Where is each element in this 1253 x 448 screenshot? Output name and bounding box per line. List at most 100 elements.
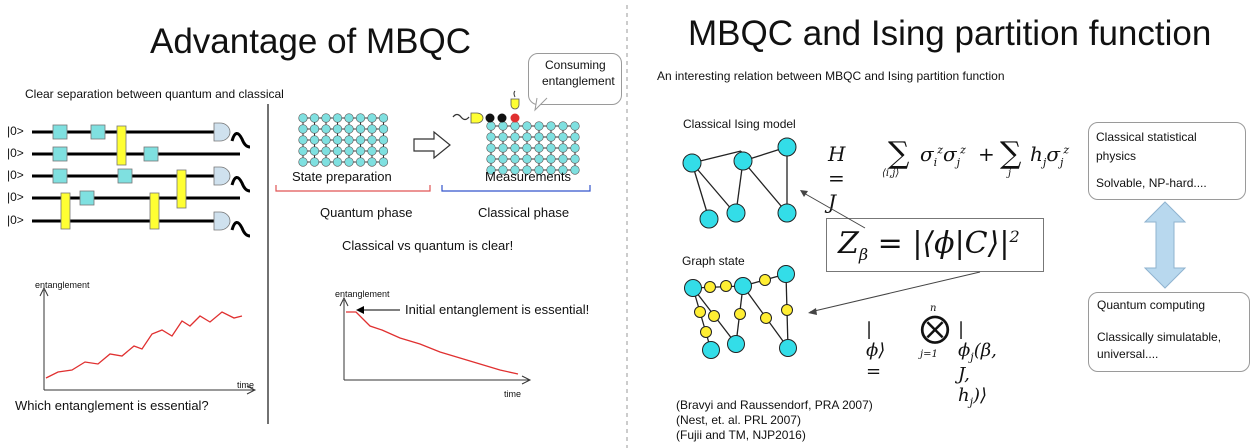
lattice-qubit bbox=[486, 154, 496, 164]
consuming-bubble bbox=[528, 53, 622, 105]
classical-ising-label: Classical Ising model bbox=[683, 117, 796, 131]
lattice-qubit bbox=[570, 165, 580, 175]
lattice-qubit bbox=[522, 132, 532, 142]
lattice-qubit bbox=[367, 124, 377, 134]
lattice-qubit bbox=[321, 113, 331, 123]
stat-physics-label-2: physics bbox=[1096, 149, 1137, 163]
quantum-phase-bracket bbox=[275, 185, 431, 192]
lattice-qubit bbox=[546, 165, 556, 175]
consuming-label: Consuming bbox=[545, 58, 606, 72]
qubit-label: |0> bbox=[7, 168, 24, 182]
lattice-qubit bbox=[522, 154, 532, 164]
lattice-qubit bbox=[321, 157, 331, 167]
lattice-qubit bbox=[367, 157, 377, 167]
lattice-qubit bbox=[546, 132, 556, 142]
classically-sim-label: Classically simulatable, bbox=[1097, 330, 1222, 344]
solvable-label: Solvable, NP-hard.... bbox=[1096, 176, 1207, 190]
separation-text: Clear separation between quantum and cla… bbox=[25, 87, 284, 101]
lattice-qubit bbox=[570, 143, 580, 153]
lattice-qubit bbox=[498, 165, 508, 175]
reference-item: (Fujii and TM, NJP2016) bbox=[676, 428, 806, 442]
axis-entanglement-label: entanglement bbox=[35, 280, 90, 290]
lattice-qubit bbox=[332, 113, 343, 123]
lattice-qubit bbox=[378, 135, 389, 145]
quantum-computing-box bbox=[1088, 292, 1250, 372]
qubit-label: |0> bbox=[7, 146, 24, 160]
lattice-qubit bbox=[332, 146, 343, 156]
lattice-qubit bbox=[367, 146, 377, 156]
lattice-qubit bbox=[344, 135, 354, 145]
quantum-computing-label: Quantum computing bbox=[1097, 298, 1206, 312]
lattice-qubit bbox=[367, 135, 377, 145]
entanglement-graph-decreasing bbox=[339, 296, 532, 385]
lattice-qubit bbox=[355, 146, 366, 156]
lattice-qubit bbox=[298, 135, 308, 145]
ising-graph bbox=[682, 137, 797, 229]
lattice-qubit bbox=[321, 124, 331, 134]
graph-state-diagram bbox=[684, 265, 797, 359]
measurements-label: Measurements bbox=[485, 169, 571, 184]
lattice-qubit bbox=[332, 135, 343, 145]
lattice-qubit bbox=[522, 121, 532, 131]
lattice-qubit bbox=[570, 132, 580, 142]
quantum-phase-label: Quantum phase bbox=[320, 205, 413, 220]
universal-label: universal.... bbox=[1097, 347, 1159, 361]
lattice-qubit bbox=[321, 146, 331, 156]
axis-time-label: time bbox=[504, 389, 522, 399]
lattice-qubit bbox=[498, 143, 508, 153]
lattice-qubit bbox=[332, 124, 343, 134]
lattice-qubit bbox=[378, 124, 389, 134]
lattice-qubit bbox=[355, 135, 366, 145]
circuit-diagram bbox=[32, 122, 251, 238]
state-preparation-lattice bbox=[298, 113, 389, 167]
lattice-qubit bbox=[498, 132, 508, 142]
lattice-qubit bbox=[546, 154, 556, 164]
lattice-qubit bbox=[510, 143, 520, 153]
lattice-qubit bbox=[378, 157, 389, 167]
graph-state-label: Graph state bbox=[682, 254, 745, 268]
lattice-qubit bbox=[558, 132, 568, 142]
lattice-qubit bbox=[344, 113, 354, 123]
hollow-arrow-icon bbox=[413, 130, 451, 160]
state-preparation-label: State preparation bbox=[292, 169, 392, 184]
partition-function-box bbox=[826, 218, 1044, 272]
lattice-qubit bbox=[558, 121, 568, 131]
lattice-qubit bbox=[522, 143, 532, 153]
lattice-qubit bbox=[534, 154, 544, 164]
lattice-qubit bbox=[309, 135, 320, 145]
lattice-qubit bbox=[510, 165, 520, 175]
lattice-qubit bbox=[298, 146, 308, 156]
partition-function-formula: Zβ = |⟨ϕ|C⟩|2 bbox=[838, 226, 1020, 264]
lattice-qubit bbox=[546, 143, 556, 153]
lattice-qubit bbox=[355, 124, 366, 134]
reference-item: (Nest, et. al. PRL 2007) bbox=[676, 413, 801, 427]
lattice-qubit bbox=[558, 143, 568, 153]
lattice-qubit bbox=[534, 143, 544, 153]
lattice-qubit bbox=[522, 165, 532, 175]
reference-item: (Bravyi and Raussendorf, PRA 2007) bbox=[676, 398, 873, 412]
lattice-qubit bbox=[298, 157, 308, 167]
lattice-qubit bbox=[309, 146, 320, 156]
lattice-qubit bbox=[570, 121, 580, 131]
stat-physics-label: Classical statistical bbox=[1096, 130, 1197, 144]
lattice-qubit bbox=[534, 121, 544, 131]
lattice-qubit bbox=[534, 132, 544, 142]
lattice-qubit bbox=[332, 157, 343, 167]
lattice-qubit bbox=[309, 124, 320, 134]
axis-entanglement-label: entanglement bbox=[335, 289, 390, 299]
lattice-qubit bbox=[546, 121, 556, 131]
left-separator bbox=[267, 104, 269, 424]
left-slide-title: Advantage of MBQC bbox=[150, 22, 471, 61]
lattice-qubit bbox=[367, 113, 377, 123]
entanglement-graph-growing bbox=[39, 286, 257, 395]
lattice-qubit bbox=[498, 154, 508, 164]
qubit-label: |0> bbox=[7, 124, 24, 138]
lattice-qubit bbox=[378, 146, 389, 156]
axis-time-label: time bbox=[237, 380, 255, 390]
qubit-label: |0> bbox=[7, 190, 24, 204]
lattice-qubit bbox=[355, 157, 366, 167]
classical-phase-label: Classical phase bbox=[478, 205, 570, 220]
lattice-qubit bbox=[378, 113, 389, 123]
